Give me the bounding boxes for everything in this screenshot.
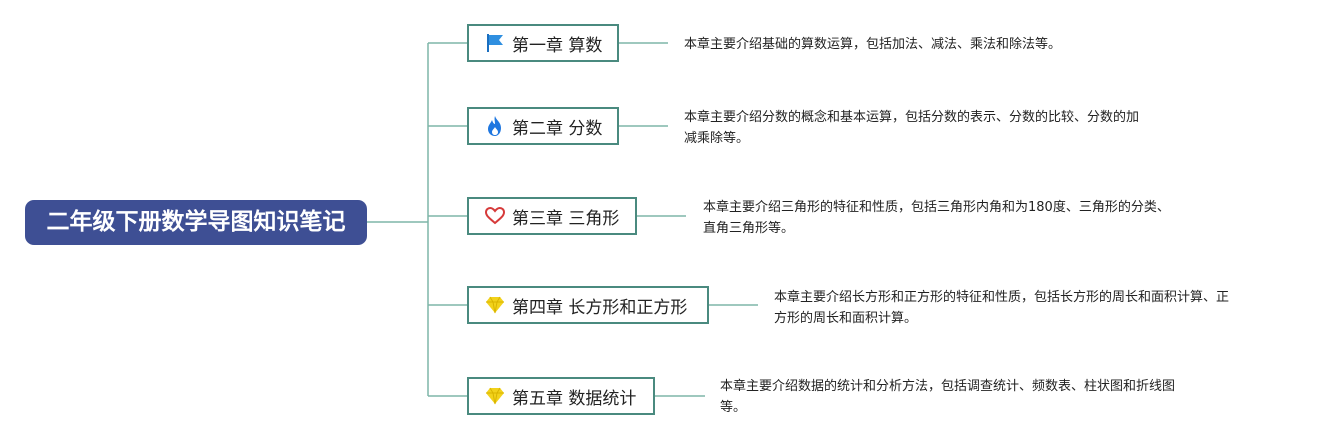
diamond-icon [484,385,506,407]
diamond-icon [484,294,506,316]
desc-line: 本章主要介绍数据的统计和分析方法，包括调查统计、频数表、柱状图和折线图 [720,379,1176,394]
desc-line: 本章主要介绍基础的算数运算，包括加法、减法、乘法和除法等。 [684,37,1062,52]
chapter-desc-3: 本章主要介绍三角形的特征和性质，包括三角形内角和为180度、三角形的分类、 直角… [703,197,1170,239]
flame-icon [484,115,506,137]
chapter-desc-4: 本章主要介绍长方形和正方形的特征和性质，包括长方形的周长和面积计算、正 方形的周… [774,287,1229,329]
desc-line: 本章主要介绍分数的概念和基本运算，包括分数的表示、分数的比较、分数的加 [684,110,1140,125]
root-title: 二年级下册数学导图知识笔记 [46,209,346,235]
desc-line: 本章主要介绍三角形的特征和性质，包括三角形内角和为180度、三角形的分类、 [703,200,1170,215]
chapter-node-2[interactable]: 第二章 分数 [467,107,619,145]
chapter-node-5[interactable]: 第五章 数据统计 [467,377,655,415]
chapter-desc-5: 本章主要介绍数据的统计和分析方法，包括调查统计、频数表、柱状图和折线图 等。 [720,376,1175,418]
flag-icon [484,32,506,54]
chapter-title-4: 第四章 长方形和正方形 [512,297,688,318]
root-node[interactable]: 二年级下册数学导图知识笔记 [25,200,367,245]
chapter-node-3[interactable]: 第三章 三角形 [467,197,637,235]
chapter-title-2: 第二章 分数 [512,118,603,139]
desc-line: 方形的周长和面积计算。 [774,311,918,326]
chapter-title-5: 第五章 数据统计 [512,388,637,409]
chapter-node-1[interactable]: 第一章 算数 [467,24,619,62]
desc-line: 等。 [720,400,747,415]
heart-icon [484,205,506,227]
chapter-desc-2: 本章主要介绍分数的概念和基本运算，包括分数的表示、分数的比较、分数的加 减乘除等… [684,107,1139,149]
chapter-desc-1: 本章主要介绍基础的算数运算，包括加法、减法、乘法和除法等。 [684,34,1061,55]
desc-line: 直角三角形等。 [703,221,795,236]
chapter-node-4[interactable]: 第四章 长方形和正方形 [467,286,709,324]
desc-line: 减乘除等。 [684,131,750,146]
chapter-title-1: 第一章 算数 [512,35,603,56]
chapter-title-3: 第三章 三角形 [512,208,620,229]
desc-line: 本章主要介绍长方形和正方形的特征和性质，包括长方形的周长和面积计算、正 [774,290,1230,305]
